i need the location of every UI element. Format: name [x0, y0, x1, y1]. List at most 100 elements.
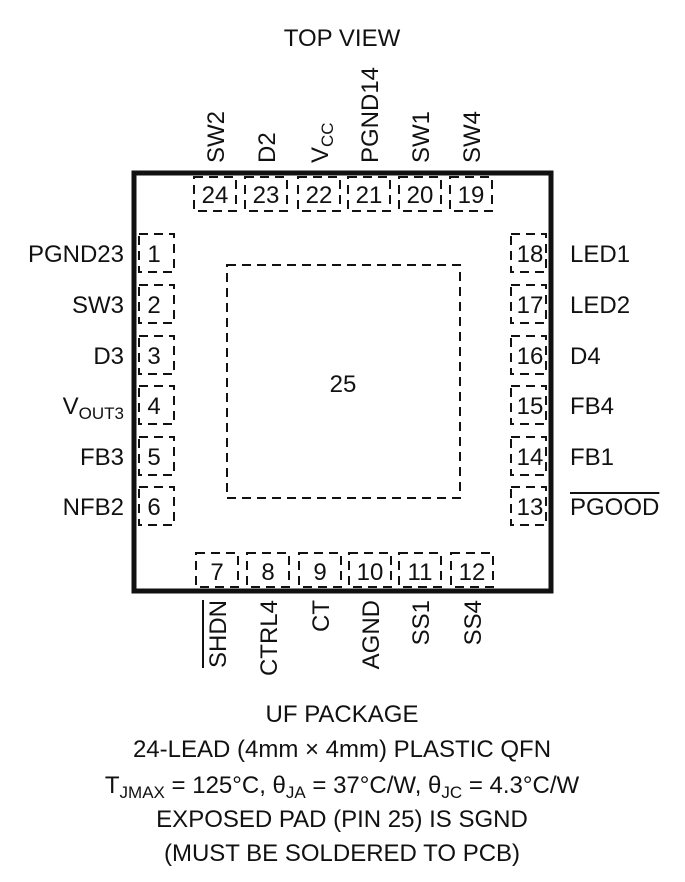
- pin-9-label-main: CT: [308, 600, 335, 632]
- pin-16-label: D4: [570, 343, 601, 370]
- thermal-specs: TJMAX = 125°C, θJA = 37°C/W, θJC = 4.3°C…: [105, 772, 580, 802]
- thermal-segment: JC: [441, 783, 462, 802]
- thermal-segment: JMAX: [120, 783, 165, 802]
- pin-6-pad: [138, 486, 175, 526]
- pin-16-pad: [510, 335, 547, 375]
- thermal-segment: = 125°C, θ: [165, 772, 286, 799]
- pin-2-label: SW3: [72, 292, 124, 319]
- thermal-segment: = 4.3°C/W: [462, 772, 579, 799]
- pin-17-label-main: LED2: [570, 292, 630, 319]
- pin-2-pad: [138, 284, 175, 324]
- package-body: [131, 170, 554, 594]
- pin-22-label-subscript: CC: [318, 122, 337, 147]
- diagram-title: TOP VIEW: [284, 25, 401, 52]
- pin-4-number: 4: [147, 393, 160, 420]
- pin-4-pad: [138, 385, 175, 425]
- pin-11-label-main: SS1: [408, 600, 435, 645]
- pin-9-pad: [298, 552, 342, 588]
- pin-1-pad: [138, 233, 175, 273]
- pin-5-label: FB3: [80, 444, 124, 471]
- pin-5-pad: [138, 436, 175, 476]
- pin-13-label: PGOOD: [570, 494, 659, 521]
- pin-6-label: NFB2: [63, 494, 124, 521]
- pin-14-label: FB1: [570, 444, 614, 471]
- pin-21-pad: [347, 176, 391, 212]
- pin-15-number: 15: [517, 393, 544, 420]
- pin-18-number: 18: [517, 241, 544, 268]
- pin-21-number: 21: [356, 182, 383, 209]
- pin-21-label-main: PGND14: [357, 67, 384, 163]
- pin-6-number: 6: [147, 494, 160, 521]
- pin-18-pad: [510, 233, 547, 273]
- pin-2-number: 2: [147, 292, 160, 319]
- pin-3-number: 3: [147, 343, 160, 370]
- pin-2-label-main: SW3: [72, 292, 124, 319]
- pin-24-number: 24: [202, 182, 229, 209]
- pin-16-number: 16: [517, 343, 544, 370]
- package-name: UF PACKAGE: [266, 701, 419, 728]
- solder-note: (MUST BE SOLDERED TO PCB): [164, 840, 520, 867]
- pin-5-number: 5: [147, 444, 160, 471]
- pin-11-number: 11: [408, 559, 433, 586]
- pin-1-label: PGND23: [28, 241, 124, 268]
- pin-14-label-main: FB1: [570, 444, 614, 471]
- pin-22-label: VCC: [307, 122, 337, 163]
- pin-8-number: 8: [261, 559, 274, 586]
- pin-17-label: LED2: [570, 292, 630, 319]
- pin-1-number: 1: [147, 241, 160, 268]
- package-description: 24-LEAD (4mm × 4mm) PLASTIC QFN: [133, 736, 551, 763]
- pin-3-label: D3: [93, 343, 124, 370]
- pin-12-label: SS4: [460, 600, 487, 645]
- pin-15-label: FB4: [570, 393, 614, 420]
- pin-8-label-main: CTRL4: [256, 600, 283, 676]
- pin-9-label: CT: [308, 600, 335, 632]
- pin-23-label-main: D2: [254, 132, 281, 163]
- pin-18-label-main: LED1: [570, 241, 630, 268]
- pin-23-number: 23: [253, 182, 280, 209]
- exposed-pad: [226, 264, 461, 499]
- pin-1-label-main: PGND23: [28, 241, 124, 268]
- pin-19-label-main: SW4: [459, 111, 486, 163]
- pin-22-pad: [297, 176, 341, 212]
- pin-16-label-main: D4: [570, 343, 601, 370]
- pin-13-label-main: PGOOD: [570, 494, 659, 521]
- pin-12-pad: [450, 552, 494, 588]
- pin-7-label: SHDN: [205, 600, 232, 668]
- exposed-pad-note: EXPOSED PAD (PIN 25) IS SGND: [156, 806, 528, 833]
- pin-10-pad: [348, 552, 392, 588]
- pin-10-label: AGND: [358, 600, 385, 669]
- pin-4-label: VOUT3: [63, 393, 124, 423]
- pin-7-number: 7: [210, 559, 223, 586]
- thermal-segment: T: [105, 772, 120, 799]
- pin-14-pad: [510, 436, 547, 476]
- pin-9-number: 9: [313, 559, 326, 586]
- pin-10-number: 10: [357, 559, 384, 586]
- pin-19-pad: [449, 176, 493, 212]
- pin-17-number: 17: [517, 292, 544, 319]
- pin-24-pad: [193, 176, 237, 212]
- pins-group: 24SW223D222VCC21PGND1420SW119SW47SHDN8CT…: [28, 67, 660, 676]
- pin-23-pad: [244, 176, 288, 212]
- pin-12-number: 12: [459, 559, 486, 586]
- pin-20-number: 20: [407, 182, 434, 209]
- pin-3-label-main: D3: [93, 343, 124, 370]
- pin-21-label: PGND14: [357, 67, 384, 163]
- pin-20-label: SW1: [408, 111, 435, 163]
- pin-11-label: SS1: [408, 600, 435, 645]
- pin-19-label: SW4: [459, 111, 486, 163]
- pin-11-pad: [398, 552, 442, 588]
- pin-17-pad: [510, 284, 547, 324]
- pin-13-pad: [510, 486, 547, 526]
- pin-8-pad: [246, 552, 290, 588]
- pin-20-pad: [398, 176, 442, 212]
- pin-3-pad: [138, 335, 175, 375]
- pin-15-label-main: FB4: [570, 393, 614, 420]
- pin-4-label-main: V: [63, 393, 79, 420]
- pin-22-label-main: V: [307, 147, 334, 163]
- pin-14-number: 14: [517, 444, 544, 471]
- pin-5-label-main: FB3: [80, 444, 124, 471]
- pin-20-label-main: SW1: [408, 111, 435, 163]
- pin-23-label: D2: [254, 132, 281, 163]
- thermal-segment: JA: [286, 783, 307, 802]
